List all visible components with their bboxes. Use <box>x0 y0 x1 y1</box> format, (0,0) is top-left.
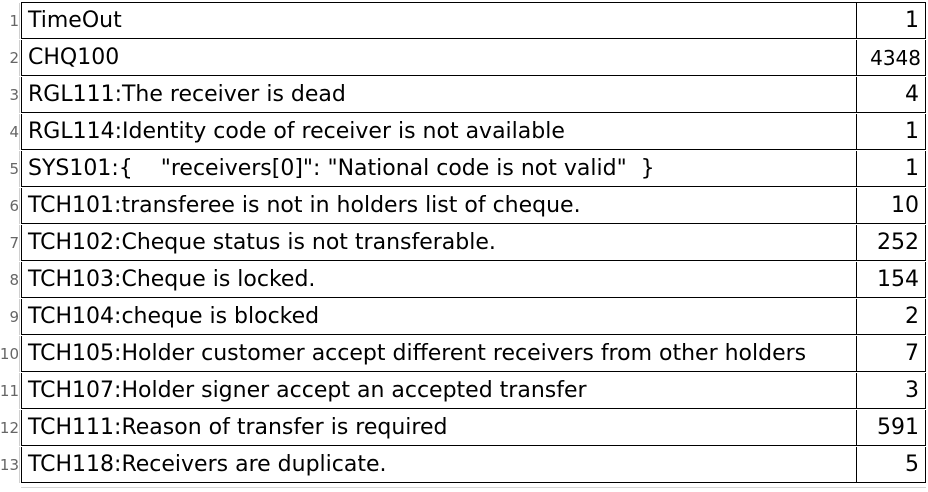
table-row: 1 TimeOut 1 <box>0 3 928 40</box>
row-header[interactable]: 2 <box>0 40 20 76</box>
count-cell[interactable]: 7 <box>856 336 926 372</box>
count-cell[interactable]: 4348 <box>856 40 926 76</box>
row-header[interactable]: 13 <box>0 447 20 483</box>
table-row: 4 RGL114:Identity code of receiver is no… <box>0 114 928 151</box>
table-row: 12 TCH111:Reason of transfer is required… <box>0 410 928 447</box>
row-header[interactable]: 5 <box>0 151 20 187</box>
count-cell[interactable]: 3 <box>856 373 926 409</box>
count-cell[interactable]: 10 <box>856 188 926 224</box>
count-cell[interactable]: 591 <box>856 410 926 446</box>
table-row: 7 TCH102:Cheque status is not transferab… <box>0 225 928 262</box>
table-row: 10 TCH105:Holder customer accept differe… <box>0 336 928 373</box>
row-header[interactable]: 4 <box>0 114 20 150</box>
error-label-cell[interactable]: TCH107:Holder signer accept an accepted … <box>21 373 856 409</box>
table-row: 3 RGL111:The receiver is dead 4 <box>0 77 928 114</box>
error-label-cell[interactable]: TCH104:cheque is blocked <box>21 299 856 335</box>
row-header[interactable]: 12 <box>0 410 20 446</box>
table-row: 2 CHQ100 4348 <box>0 40 928 77</box>
error-label-cell[interactable]: TCH111:Reason of transfer is required <box>21 410 856 446</box>
row-header[interactable]: 6 <box>0 188 20 224</box>
error-label-cell[interactable]: TCH118:Receivers are duplicate. <box>21 447 856 483</box>
error-label-cell[interactable]: RGL111:The receiver is dead <box>21 77 856 113</box>
count-cell[interactable]: 1 <box>856 3 926 39</box>
count-cell[interactable]: 5 <box>856 447 926 483</box>
row-header[interactable]: 8 <box>0 262 20 298</box>
count-cell[interactable]: 252 <box>856 225 926 261</box>
error-label-cell[interactable]: TCH105:Holder customer accept different … <box>21 336 856 372</box>
error-label-cell[interactable]: CHQ100 <box>21 40 856 76</box>
row-header[interactable]: 1 <box>0 3 20 39</box>
error-label-cell[interactable]: TCH103:Cheque is locked. <box>21 262 856 298</box>
table-row: 5 SYS101:{ "receivers[0]": "National cod… <box>0 151 928 188</box>
row-header[interactable]: 7 <box>0 225 20 261</box>
table-row: 9 TCH104:cheque is blocked 2 <box>0 299 928 336</box>
count-cell[interactable]: 154 <box>856 262 926 298</box>
table-row: 13 TCH118:Receivers are duplicate. 5 <box>0 447 928 484</box>
table-row: 8 TCH103:Cheque is locked. 154 <box>0 262 928 299</box>
count-cell[interactable]: 4 <box>856 77 926 113</box>
table-row: 11 TCH107:Holder signer accept an accept… <box>0 373 928 410</box>
grid-bottom-border <box>21 487 926 488</box>
count-cell[interactable]: 2 <box>856 299 926 335</box>
count-cell[interactable]: 1 <box>856 151 926 187</box>
error-label-cell[interactable]: TCH102:Cheque status is not transferable… <box>21 225 856 261</box>
row-header[interactable]: 9 <box>0 299 20 335</box>
error-label-cell[interactable]: RGL114:Identity code of receiver is not … <box>21 114 856 150</box>
error-label-cell[interactable]: TCH101:transferee is not in holders list… <box>21 188 856 224</box>
table-row: 6 TCH101:transferee is not in holders li… <box>0 188 928 225</box>
grid-top-border <box>21 2 926 3</box>
row-header[interactable]: 3 <box>0 77 20 113</box>
count-cell[interactable]: 1 <box>856 114 926 150</box>
row-header[interactable]: 11 <box>0 373 20 409</box>
error-label-cell[interactable]: SYS101:{ "receivers[0]": "National code … <box>21 151 856 187</box>
error-label-cell[interactable]: TimeOut <box>21 3 856 39</box>
row-header[interactable]: 10 <box>0 336 20 372</box>
